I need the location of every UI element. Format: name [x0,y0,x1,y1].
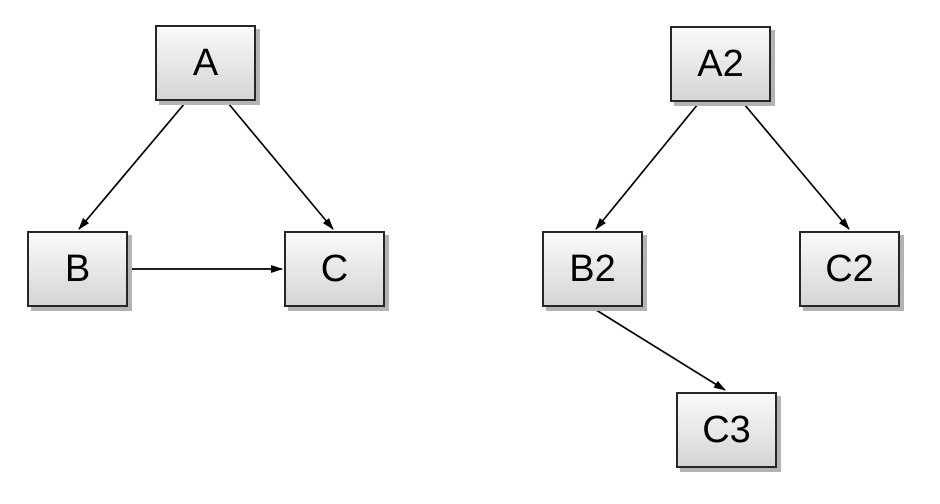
edge-A2-to-C2 [743,103,850,230]
node-C[interactable]: C [284,231,385,307]
edge-A-to-B [78,102,186,230]
edge-B2-to-C3 [592,307,726,391]
node-label: C [320,248,349,290]
node-B[interactable]: B [27,231,128,307]
node-B2[interactable]: B2 [542,231,643,307]
node-A[interactable]: A [155,25,256,101]
node-label: B [64,248,91,290]
node-C3[interactable]: C3 [676,392,777,468]
node-A2[interactable]: A2 [670,26,771,102]
node-label: A2 [697,43,744,85]
node-label: C2 [825,248,874,290]
edge-A-to-C [227,102,334,230]
node-label: B2 [569,248,616,290]
edges-group [78,102,850,391]
node-C2[interactable]: C2 [799,231,900,307]
node-label: C3 [702,409,751,451]
edge-A2-to-B2 [595,103,699,230]
node-label: A [192,42,219,84]
